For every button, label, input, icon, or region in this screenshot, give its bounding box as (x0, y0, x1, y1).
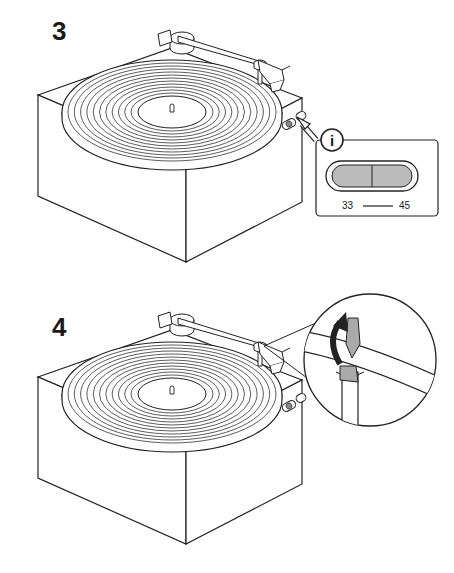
info-symbol: i (323, 133, 341, 148)
speed-label: 45 (399, 201, 410, 211)
step-number: 4 (52, 314, 66, 340)
step-number: 3 (52, 18, 66, 44)
speed-label: 33 (342, 201, 353, 211)
